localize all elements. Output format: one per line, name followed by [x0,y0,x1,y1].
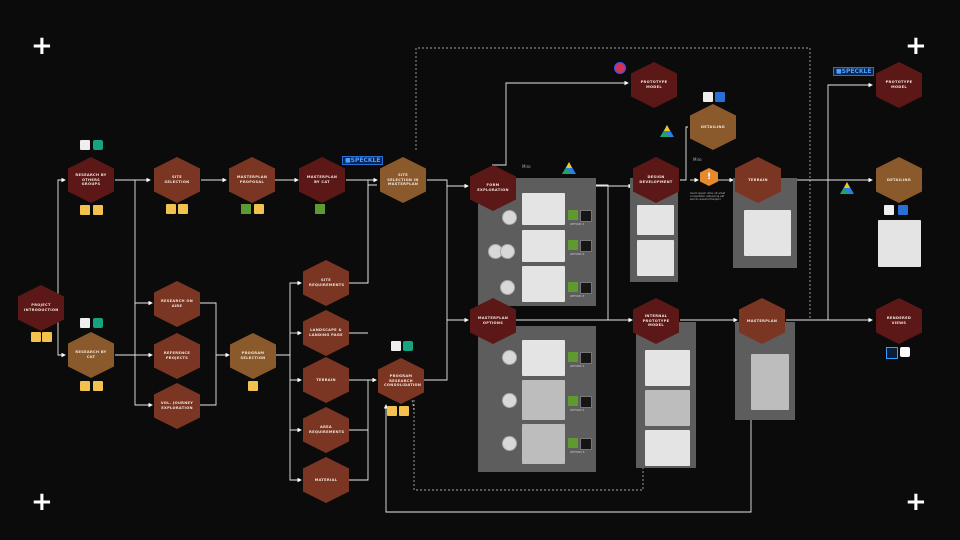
miro-tag: Miro [693,157,702,162]
document-icon [80,318,90,328]
document-icon [80,381,90,391]
node-detailing[interactable]: DETAILING [690,104,736,150]
document-icon [80,140,90,150]
chatgpt-icon [93,318,103,328]
avatar [502,393,517,408]
folder-icon [178,204,188,214]
speckle-badge: ■SPECKLE [342,156,384,165]
option-label: OPTION 3 [570,450,585,454]
warning-icon: ! [700,168,718,186]
document-icon [166,204,176,214]
option-thumbnail [522,380,565,420]
app-logo-icon [614,62,626,74]
corner-plus-icon: + [31,31,53,61]
node-prototype-model[interactable]: PROTOTYPE MODEL [631,62,677,108]
grasshopper-icon [568,210,578,220]
chatgpt-icon [93,140,103,150]
folder-icon [42,332,52,342]
app-icon [715,92,725,102]
node-research-by-others[interactable]: RESEARCH BY OTHERS GROUPS [68,157,114,203]
corner-plus-icon: + [905,487,927,517]
node-masterplan-by-cat[interactable]: MASTERPLAN BY CAT [299,157,345,203]
note-text: lorem ipsum dolor sit amet consectetur a… [690,192,726,202]
avatar [502,210,517,225]
link-icon [580,240,592,252]
avatar [500,280,515,295]
document-icon [31,332,41,342]
grasshopper-icon [568,352,578,362]
app-icon [898,205,908,215]
model-thumbnail [744,210,791,256]
folder-icon [93,381,103,391]
option-label: OPTION 1 [570,222,585,226]
avatar [500,244,515,259]
document-icon [80,205,90,215]
folder-icon [93,205,103,215]
rhino-icon [900,347,910,357]
link-icon [580,210,592,222]
option-label: OPTION 2 [570,408,585,412]
node-design-development[interactable]: DESIGN DEVELOPMENT [633,157,679,203]
grasshopper-icon [241,204,251,214]
corner-plus-icon: + [31,487,53,517]
model-thumbnail [878,220,921,267]
grasshopper-icon [568,282,578,292]
link-icon [580,396,592,408]
grasshopper-icon [568,396,578,406]
photoshop-icon [886,347,898,359]
model-thumbnail [751,354,789,410]
option-label: OPTION 3 [570,294,585,298]
grasshopper-icon [568,240,578,250]
google-drive-icon [660,125,674,137]
node-form-exploration[interactable]: FORM EXPLORATION [470,165,516,211]
avatar [502,350,517,365]
grasshopper-icon [568,438,578,448]
folder-icon [248,381,258,391]
link-icon [580,282,592,294]
node-site-selection[interactable]: SITE SELECTION [154,157,200,203]
option-thumbnail [522,424,565,464]
document-icon [884,205,894,215]
option-thumbnail [522,193,565,225]
chatgpt-icon [403,341,413,351]
grasshopper-icon [315,204,325,214]
model-thumbnail [645,350,690,386]
node-prototype-model-right[interactable]: PROTOTYPE MODEL [876,62,922,108]
model-thumbnail [637,240,674,276]
link-icon [580,438,592,450]
corner-plus-icon: + [905,31,927,61]
node-internal-prototype[interactable]: INTERNAL PROTOTYPE MODEL [633,298,679,344]
miro-tag: Miro [522,164,531,169]
folder-icon [399,406,409,416]
node-masterplan[interactable]: MASTERPLAN [739,298,785,344]
avatar [502,436,517,451]
document-icon [703,92,713,102]
model-thumbnail [645,430,690,466]
node-detailing-right[interactable]: DETAILING [876,157,922,203]
option-thumbnail [522,340,565,376]
document-icon [391,341,401,351]
node-terrain-2[interactable]: TERRAIN [735,157,781,203]
option-label: OPTION 2 [570,252,585,256]
model-thumbnail [637,205,674,235]
option-label: OPTION 1 [570,364,585,368]
document-icon [387,406,397,416]
link-icon [580,352,592,364]
node-site-selection-masterplan[interactable]: SITE SELECTION IN MASTERPLAN [380,157,426,203]
document-icon [254,204,264,214]
option-thumbnail [522,266,565,302]
speckle-badge: ■SPECKLE [833,67,875,76]
node-masterplan-proposal[interactable]: MASTERPLAN PROPOSAL [229,157,275,203]
option-thumbnail [522,230,565,262]
google-drive-icon [562,162,576,174]
node-rendered-views[interactable]: RENDERED VIEWS [876,298,922,344]
model-thumbnail [645,390,690,426]
google-drive-icon [840,182,854,194]
